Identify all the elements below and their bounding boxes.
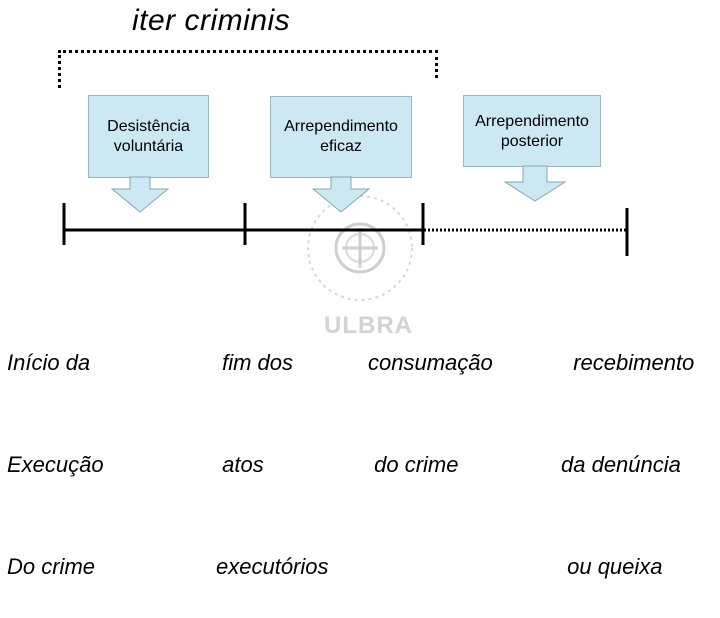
- box-eficaz-line-2: eficaz: [320, 138, 362, 155]
- label-inicio-line-3: Do crime: [7, 554, 96, 579]
- box-arrependimento-eficaz: Arrependimento eficaz: [270, 96, 412, 178]
- down-arrow-desistencia: [110, 176, 170, 213]
- box-posterior-line-2: posterior: [500, 133, 564, 150]
- seal-watermark: ULBRA: [300, 188, 430, 343]
- label-consumacao-line-1: consumação: [368, 350, 493, 375]
- seal-center: [334, 222, 386, 274]
- label-fim-line-3: executórios: [216, 554, 329, 579]
- label-inicio-line-2: Execução: [7, 452, 104, 477]
- box-arrependimento-posterior: Arrependimento posterior: [463, 95, 601, 167]
- box-eficaz-line-1: Arrependimento: [284, 118, 398, 135]
- box-desistencia-line-1: Desistência: [107, 117, 190, 135]
- down-arrow-posterior: [503, 165, 567, 202]
- label-consumacao-line-2: do crime: [368, 452, 459, 477]
- label-fim-line-1: fim dos: [216, 350, 294, 375]
- seal-watermark-text: ULBRA: [324, 312, 413, 338]
- box-desistencia-line-2: voluntária: [113, 137, 184, 155]
- bracket-left-tick: [58, 50, 61, 88]
- label-fim-line-2: atos: [216, 452, 264, 477]
- label-inicio-execucao: Início da Execução Do crime: [7, 278, 104, 618]
- label-recebimento-line-2: da denúncia: [561, 452, 681, 477]
- label-recebimento-line-3: ou queixa: [561, 554, 663, 579]
- label-inicio-line-1: Início da: [7, 350, 91, 375]
- bracket-top-line: [58, 50, 438, 53]
- label-consumacao: consumação do crime: [368, 278, 493, 516]
- down-arrow-eficaz: [311, 176, 371, 213]
- label-fim-atos-executorios: fim dos atos executórios: [216, 278, 329, 618]
- label-recebimento-denuncia: recebimento da denúncia ou queixa: [561, 278, 694, 618]
- diagram-title: iter criminis: [132, 4, 291, 37]
- seal-outer-ring: [307, 195, 413, 301]
- box-desistencia: Desistência voluntária: [88, 95, 209, 178]
- bracket-right-tick: [435, 50, 438, 78]
- timeline-graphic: [62, 165, 629, 256]
- label-recebimento-line-1: recebimento: [561, 350, 695, 375]
- box-posterior-line-1: Arrependimento: [475, 113, 589, 130]
